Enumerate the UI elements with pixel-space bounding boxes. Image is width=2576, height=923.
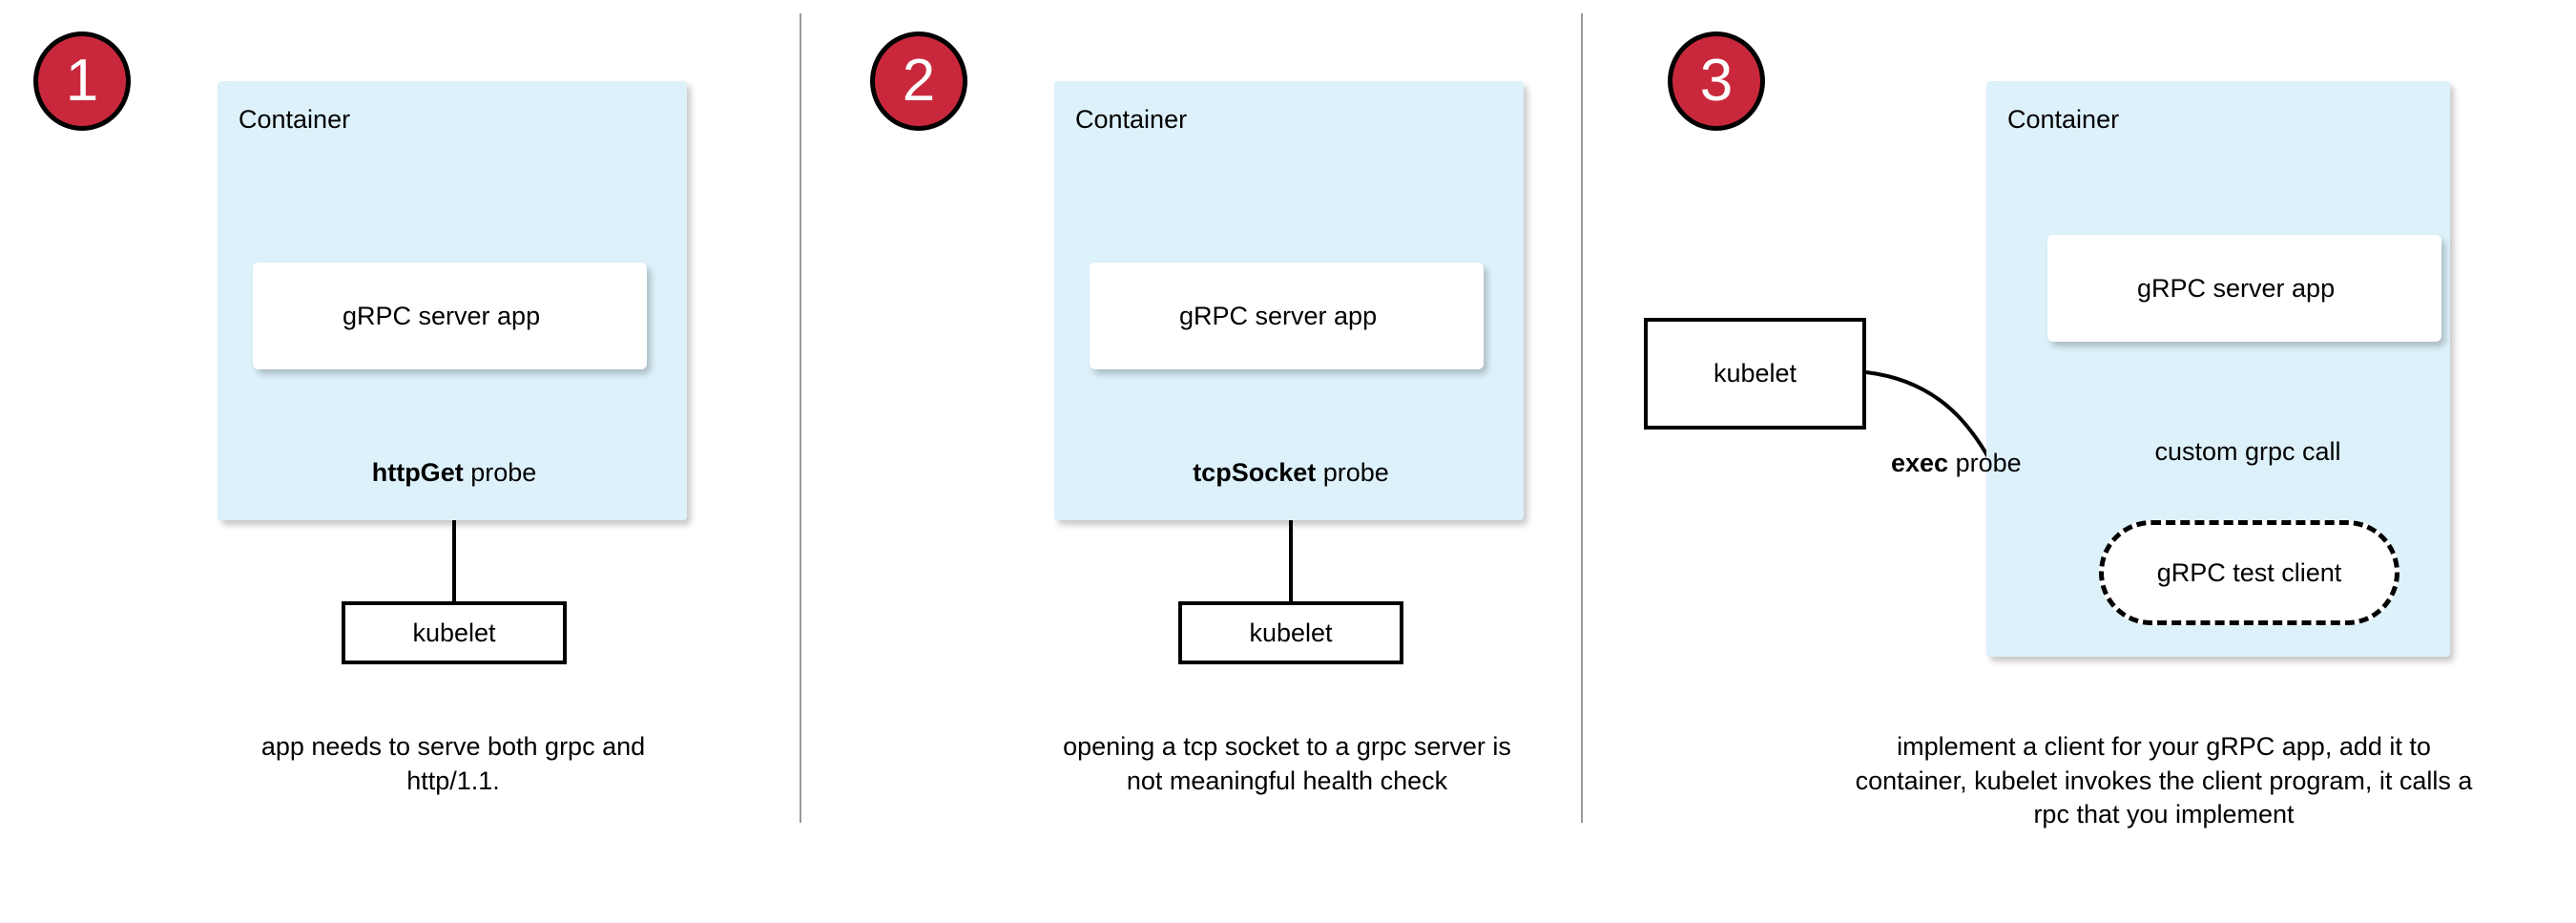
grpc-logo-icon-slot	[2068, 262, 2122, 315]
panel-3-kubelet-box: kubelet	[1644, 318, 1866, 430]
step-badge-number: 2	[902, 48, 936, 114]
kubelet-label: kubelet	[412, 618, 496, 647]
grpc-server-app-label: gRPC server app	[2137, 273, 2336, 303]
grpc-test-client-label: gRPC test client	[2156, 557, 2342, 587]
panel-1-caption: app needs to serve both grpc and http/1.…	[260, 732, 646, 795]
step-badge-2: 2	[870, 31, 967, 131]
step-badge-number: 1	[65, 48, 99, 114]
container-label: Container	[239, 105, 351, 134]
probe-type-name: exec	[1891, 449, 1949, 477]
panel-2-caption: opening a tcp socket to a grpc server is…	[1063, 732, 1511, 795]
grpc-logo-icon-slot	[274, 289, 327, 343]
panel-divider-2	[1581, 13, 1583, 823]
panel-1-probe-label: httpGet probe	[343, 458, 565, 488]
container-label: Container	[2007, 105, 2120, 134]
panel-3-probe-label: exec probe	[1891, 449, 2082, 478]
panel-2-probe-label: tcpSocket probe	[1166, 458, 1416, 488]
kubelet-label: kubelet	[1713, 359, 1797, 388]
probe-type-name: tcpSocket	[1193, 458, 1317, 487]
step-badge-3: 3	[1668, 31, 1765, 131]
probe-suffix: probe	[463, 458, 537, 487]
grpc-server-app-label: gRPC server app	[343, 301, 541, 330]
probe-suffix: probe	[1316, 458, 1389, 487]
panel-divider-1	[800, 13, 801, 823]
probe-type-name: httpGet	[371, 458, 464, 487]
panel-3-custom-grpc-call-label: custom grpc call	[2154, 437, 2341, 466]
probe-suffix: probe	[1948, 449, 2022, 477]
grpc-logo-icon-slot	[1111, 289, 1164, 343]
grpc-server-app-label: gRPC server app	[1179, 301, 1378, 330]
panel-2-grpc-server-app-card: gRPC server app	[1090, 262, 1484, 369]
kubelet-label: kubelet	[1249, 618, 1333, 647]
container-label: Container	[1075, 105, 1188, 134]
panel-3-grpc-test-client-box: gRPC test client	[2099, 520, 2399, 625]
panel-2-kubelet-box: kubelet	[1178, 601, 1403, 664]
panel-1-grpc-server-app-card: gRPC server app	[253, 262, 647, 369]
step-badge-number: 3	[1699, 48, 1734, 114]
panel-3-caption: implement a client for your gRPC app, ad…	[1855, 732, 2473, 829]
panel-3-grpc-server-app-card: gRPC server app	[2047, 235, 2441, 342]
panel-1-kubelet-box: kubelet	[342, 601, 567, 664]
step-badge-1: 1	[33, 31, 131, 131]
